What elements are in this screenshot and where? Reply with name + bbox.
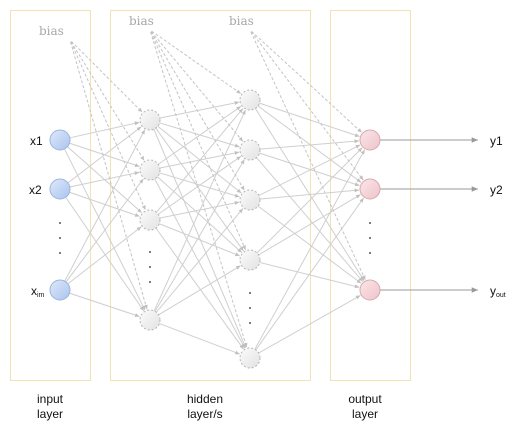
output-node — [359, 178, 381, 200]
output-label-yout: yout — [490, 284, 506, 299]
ellipsis-hidden-2 — [249, 292, 251, 324]
hidden1-hidden2-edge — [151, 120, 242, 194]
bias-edge — [70, 41, 145, 161]
hidden-node — [239, 249, 261, 271]
ellipsis-hidden-1 — [149, 251, 151, 283]
input-hidden1-edge — [60, 178, 144, 289]
hidden1-hidden2-edge — [150, 109, 246, 319]
hidden1-hidden2-edge — [150, 171, 246, 349]
bias-edge — [251, 30, 363, 133]
hidden2-output-edge — [251, 147, 363, 259]
output-label-y1: y1 — [490, 134, 503, 148]
hidden-node — [139, 159, 161, 181]
input-hidden1-edge — [61, 121, 140, 141]
hidden2-output-edge — [251, 194, 361, 260]
output-label-y2: y2 — [490, 183, 503, 197]
hidden-layer-panel — [110, 10, 311, 381]
bias-edge — [151, 30, 242, 95]
input-hidden1-edge — [60, 190, 145, 312]
hidden1-hidden2-edge — [151, 155, 242, 220]
output-layer-panel — [330, 10, 411, 381]
hidden1-hidden2-edge — [150, 159, 245, 319]
hidden2-output-edge — [251, 144, 361, 200]
caption-hidden-layer-2: layer/s — [187, 407, 222, 421]
hidden2-output-edge — [251, 139, 360, 151]
hidden1-hidden2-edge — [151, 201, 240, 221]
input-hidden1-edge — [60, 129, 146, 289]
hidden2-output-edge — [251, 100, 360, 137]
input-hidden1-edge — [61, 171, 140, 190]
bias-edge — [70, 41, 148, 310]
hidden-node — [139, 109, 161, 131]
output-node — [359, 279, 381, 301]
hidden-node — [139, 209, 161, 231]
hidden-node — [139, 309, 161, 331]
input-hidden1-edge — [61, 290, 140, 317]
input-hidden1-edge — [61, 140, 140, 167]
hidden1-hidden2-edge — [150, 208, 244, 319]
hidden-node — [239, 189, 261, 211]
caption-output-layer-2: layer — [352, 407, 378, 421]
hidden-node — [239, 139, 261, 161]
hidden-node — [239, 89, 261, 111]
hidden2-output-edge — [251, 100, 362, 183]
caption-input-layer: input — [37, 392, 64, 406]
hidden1-hidden2-edge — [151, 101, 240, 121]
hidden2-output-edge — [251, 260, 360, 289]
hidden1-hidden2-edge — [151, 265, 241, 320]
input-node — [49, 279, 71, 301]
hidden2-output-edge — [250, 149, 366, 357]
bias-edge — [71, 41, 143, 113]
caption-output-layer: output — [348, 392, 382, 406]
caption-input-layer-2: layer — [37, 407, 63, 421]
hidden1-hidden2-edge — [151, 120, 240, 148]
input-label-x2: x2 — [29, 183, 42, 197]
bias-label-input: bias — [39, 24, 64, 38]
hidden2-output-edge — [251, 294, 361, 358]
input-hidden1-edge — [61, 226, 142, 290]
bias-edge — [150, 31, 248, 348]
input-node — [49, 129, 71, 151]
hidden-node — [239, 347, 261, 369]
hidden2-output-edge — [250, 101, 365, 281]
hidden2-output-edge — [251, 150, 360, 187]
hidden2-output-edge — [250, 151, 364, 282]
hidden2-output-edge — [250, 197, 365, 357]
hidden1-hidden2-edge — [150, 121, 247, 349]
ellipsis-output — [369, 222, 371, 254]
input-layer-panel — [10, 10, 91, 381]
bias-label-hidden-1: bias — [129, 14, 154, 28]
output-node — [359, 129, 381, 151]
hidden1-hidden2-edge — [151, 320, 240, 355]
input-hidden1-edge — [61, 140, 143, 214]
input-hidden1-edge — [61, 126, 142, 189]
input-hidden1-edge — [60, 141, 146, 311]
bias-edge — [250, 31, 366, 281]
bias-edge — [250, 31, 364, 181]
hidden1-hidden2-edge — [151, 170, 243, 254]
input-node — [49, 178, 71, 200]
ellipsis-input — [59, 222, 61, 254]
hidden2-output-edge — [251, 200, 362, 284]
hidden1-hidden2-edge — [150, 221, 244, 350]
connections — [60, 30, 478, 358]
hidden1-hidden2-edge — [150, 108, 244, 219]
bias-edge — [150, 31, 244, 142]
bias-edge — [70, 41, 146, 211]
bias-edge — [150, 31, 245, 191]
input-hidden1-edge — [61, 189, 140, 217]
input-label-x1: x1 — [30, 134, 43, 148]
bias-label-hidden-2: bias — [229, 14, 254, 28]
input-label-xim: xim — [31, 284, 45, 299]
hidden1-hidden2-edge — [151, 220, 240, 257]
caption-hidden-layer: hidden — [187, 392, 223, 406]
nodes — [49, 89, 381, 369]
